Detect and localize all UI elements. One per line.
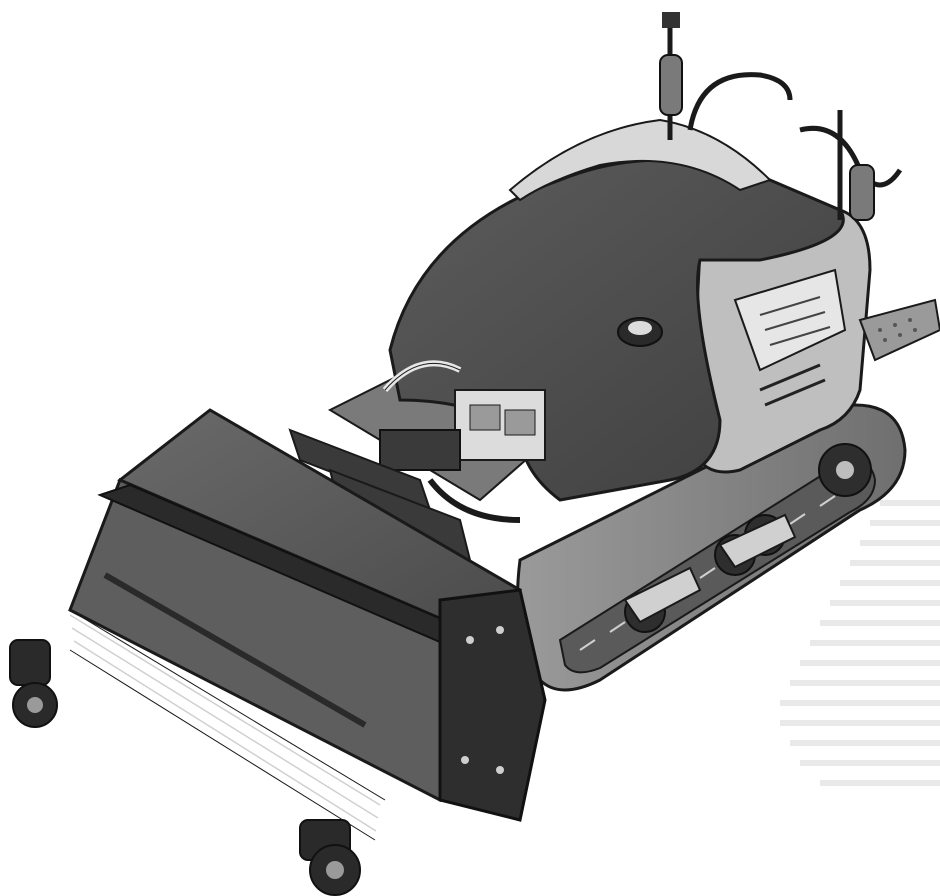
gas-cylinders: [659, 12, 875, 221]
track-assembly: [516, 403, 907, 692]
step-plate: [858, 298, 940, 362]
hydraulic-components: [379, 360, 546, 583]
decorative-stripes: [780, 500, 940, 786]
front-attachment: [9, 408, 547, 896]
